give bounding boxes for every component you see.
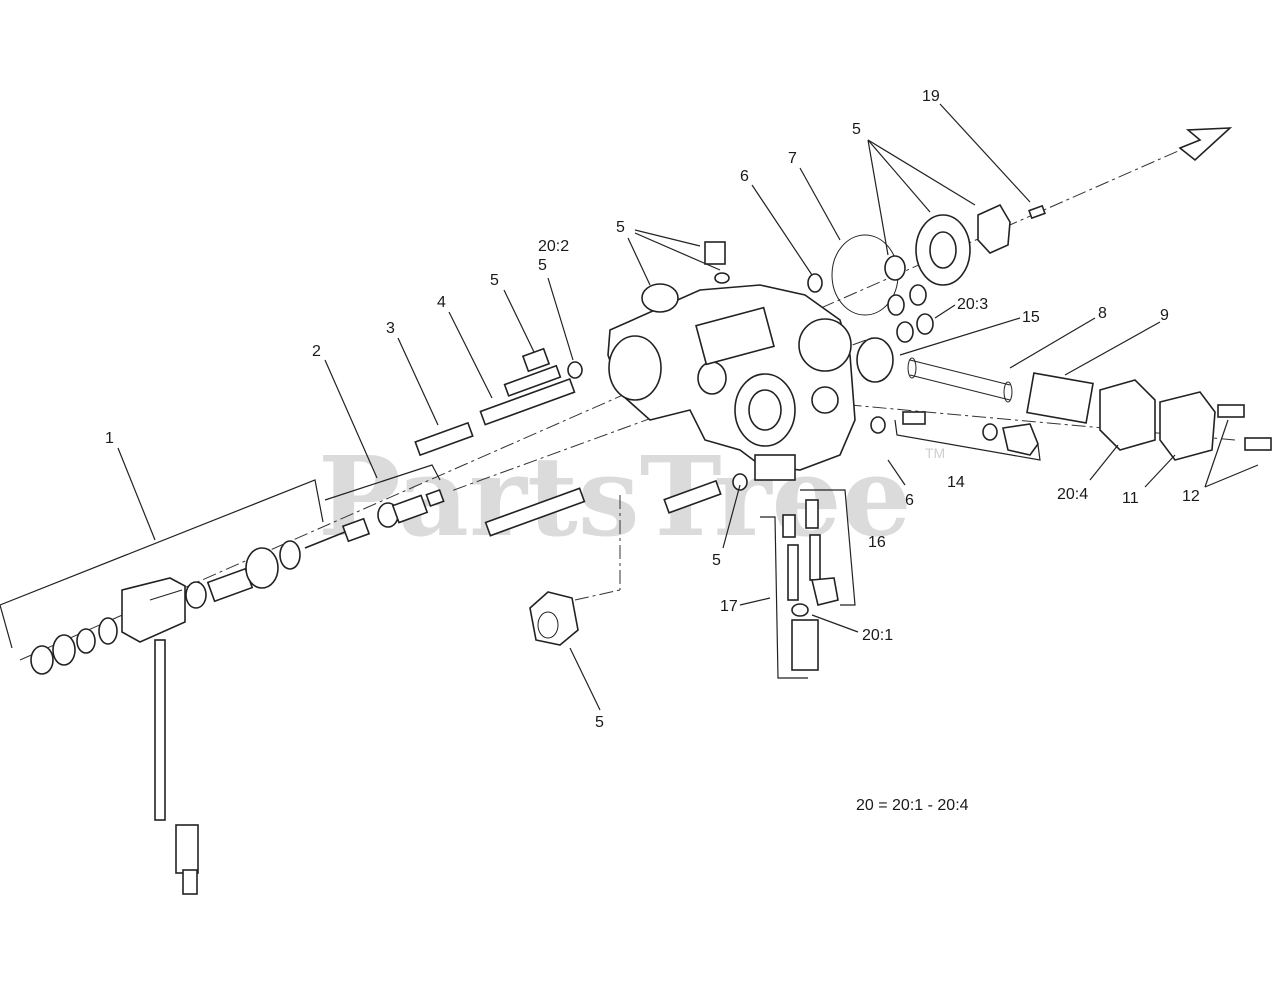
callout-5-top: 5 [616, 219, 625, 236]
watermark-trademark: TM [925, 445, 945, 461]
callout-14: 14 [947, 474, 965, 491]
callout-17: 17 [720, 598, 738, 615]
callout-12: 12 [1182, 488, 1200, 505]
callout-20-2: 20:2 [538, 238, 569, 255]
bracket-17 [760, 516, 808, 679]
bracket-2 [324, 464, 441, 501]
callout-5-plug: 5 [595, 714, 604, 731]
callout-5-gear: 5 [852, 121, 861, 138]
pump-housing [607, 283, 856, 481]
callout-6-bottom: 6 [905, 492, 914, 509]
cover-centerline [849, 404, 1236, 441]
bolts [414, 241, 748, 537]
bracket-1 [0, 479, 324, 606]
valve-parts [341, 488, 445, 543]
callout-20-1: 20:1 [862, 627, 893, 644]
callout-2: 2 [312, 343, 321, 360]
callout-5-bolt: 5 [490, 272, 499, 289]
bracket-1-left [0, 604, 13, 649]
callout-5-washer: 5 [538, 257, 547, 274]
callout-5-fitting: 5 [712, 552, 721, 569]
legend-note: 20 = 20:1 - 20:4 [856, 797, 969, 814]
callout-9: 9 [1160, 307, 1169, 324]
callout-20-4: 20:4 [1057, 486, 1088, 503]
callout-11: 11 [1122, 490, 1139, 507]
callout-4: 4 [437, 294, 446, 311]
callout-8: 8 [1098, 305, 1107, 322]
bracket-14 [894, 419, 1041, 461]
bracket-16 [800, 489, 856, 606]
callout-1: 1 [105, 430, 114, 447]
callout-6-top: 6 [740, 168, 749, 185]
callout-labels: 1 2 3 4 5 5 5 5 5 5 6 6 7 8 9 11 12 14 1… [105, 88, 1200, 731]
gear-and-seal-parts [807, 203, 1046, 343]
cartridge-parts [782, 499, 839, 671]
callout-7: 7 [788, 150, 797, 167]
callout-3: 3 [386, 320, 395, 337]
solenoid-assembly [30, 531, 346, 895]
plug-centerline-2 [574, 589, 621, 601]
relief-valve-parts [856, 337, 1272, 461]
direction-arrow-icon [1178, 127, 1233, 162]
callout-16: 16 [868, 534, 886, 551]
plug [529, 591, 579, 646]
callout-20-3: 20:3 [957, 296, 988, 313]
callout-15: 15 [1022, 309, 1040, 326]
leader-lines [117, 103, 1259, 711]
callout-19: 19 [922, 88, 940, 105]
